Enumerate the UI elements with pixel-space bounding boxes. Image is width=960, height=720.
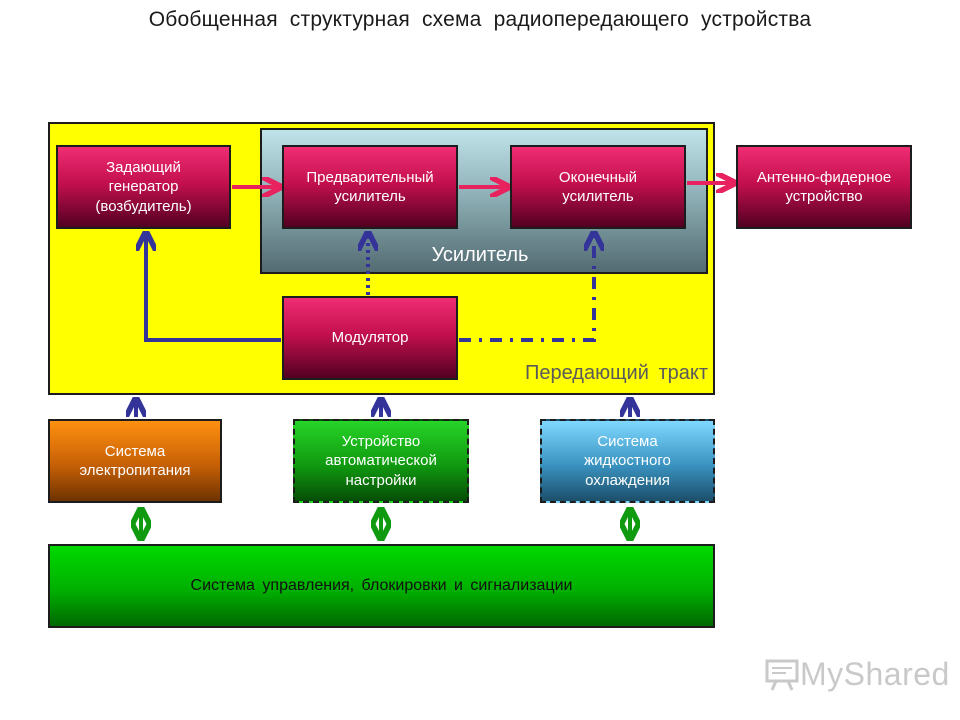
site-logo: MyShared xyxy=(764,654,950,694)
control-bus-arrows xyxy=(141,510,630,538)
final-amplifier-block[interactable]: Оконечный усилитель xyxy=(510,145,686,229)
liquid-cooling-block[interactable]: Система жидкостного охлаждения xyxy=(540,419,715,503)
presentation-board-icon xyxy=(765,659,799,691)
control-system-block[interactable]: Система управления, блокировки и сигнали… xyxy=(48,544,715,628)
modulation-arrows xyxy=(146,234,594,342)
antenna-feeder-block[interactable]: Антенно-фидерное устройство xyxy=(736,145,912,229)
amplifier-region-label: Усилитель xyxy=(431,244,529,266)
auto-tuning-block[interactable]: Устройство автоматической настройки xyxy=(293,419,469,503)
modulator-block[interactable]: Модулятор xyxy=(282,296,458,380)
master-oscillator-block[interactable]: Задающий генератор (возбудитель) xyxy=(56,145,231,229)
page-title: Обобщенная структурная схема радиопереда… xyxy=(148,8,812,31)
modulator-to-final-arrow xyxy=(459,234,594,342)
support-arrows xyxy=(136,400,630,417)
transmit-tract-label: Передающий тракт xyxy=(525,362,708,384)
power-supply-block[interactable]: Система электропитания xyxy=(48,419,222,503)
preamplifier-block[interactable]: Предварительный усилитель xyxy=(282,145,458,229)
logo-text: MyShared xyxy=(800,655,950,692)
signal-arrows xyxy=(232,183,733,187)
modulator-to-oscillator-arrow xyxy=(146,234,281,342)
